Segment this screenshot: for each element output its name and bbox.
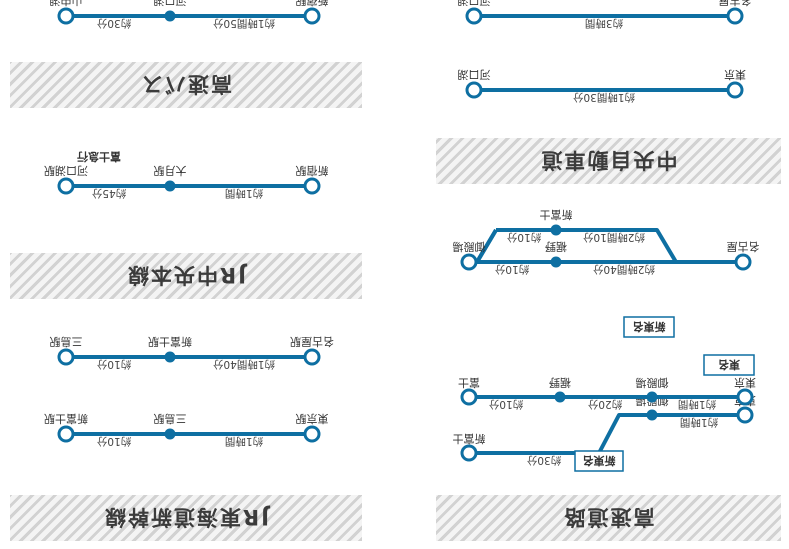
station-marker [736,406,754,424]
duration-label: 約10分 [488,398,523,411]
station-label: 御殿場 [453,240,486,254]
station-marker [303,348,321,366]
duration-label: 約10分 [96,358,131,371]
duration-label: 約2時間10分 [582,231,645,244]
station-label: 三島駅 [50,335,83,349]
duration-label: 約1時間 [680,416,718,429]
duration-label: 約20分 [587,398,622,411]
station-label: 東京 [734,376,756,390]
duration-label: 約3時間 [585,17,623,30]
duration-label: 約45分 [91,187,126,200]
station-marker [460,388,478,406]
station-marker [646,409,658,421]
station-label: 河口湖駅 [44,164,88,177]
route-line [475,228,498,264]
line-label-box [703,354,755,376]
station-marker [57,7,75,25]
station-label: 名古屋駅 [290,335,334,349]
line-label: 新東名 [583,454,616,468]
station-label: 新宿駅 [296,164,329,178]
route-line [496,228,678,264]
station-marker [465,81,483,99]
station-marker [554,391,566,403]
line-label: 東名 [718,358,740,372]
station-marker [460,253,478,271]
duration-label: 約1時間 [678,398,716,411]
station-label: 名古屋 [719,0,752,8]
station-marker [726,81,744,99]
station-marker [303,177,321,195]
station-marker [57,348,75,366]
station-marker [164,180,176,192]
station-marker [734,253,752,271]
station-label: 河口湖 [458,0,491,7]
duration-label: 約10分 [96,435,131,448]
duration-label: 約2時間40分 [592,263,655,276]
station-marker [460,444,478,462]
duration-label: 約30分 [526,454,561,467]
station-label: 三島駅 [154,412,187,426]
station-label: 河口湖 [458,68,491,81]
station-marker [726,7,744,25]
duration-label: 約10分 [506,231,541,244]
duration-label: 約1時間40分 [212,358,275,371]
station-marker [57,177,75,195]
line-label: 新東名 [633,320,666,334]
duration-label: 約10分 [494,263,529,276]
dynamic-layer: 富士裾野御殿場東京約10分約20分約1時間東名御殿場裾野新富士名古屋約10分約2… [44,0,760,448]
duration-label: 約1時間50分 [212,17,275,30]
duration-label: 約1時間30分 [572,91,635,104]
station-marker [57,425,75,443]
station-marker [164,10,176,22]
route-line [469,413,745,455]
duration-label: 約30分 [96,17,131,30]
station-label: 新宿駅 [296,0,329,8]
station-marker [646,391,658,403]
station-label: 名古屋 [727,240,760,254]
station-marker [465,7,483,25]
station-label: 新富士 [453,432,486,446]
station-label: 河口湖 [154,0,187,7]
station-marker [550,224,562,236]
station-label: 新富士駅 [44,412,88,426]
station-marker [736,388,754,406]
station-marker [164,428,176,440]
station-label: 富士 [458,376,480,390]
station-marker [550,256,562,268]
station-label: 山中湖 [50,0,83,7]
station-marker [303,425,321,443]
station-label: 新富士 [540,208,573,222]
station-label: 東京駅 [296,412,329,426]
line-label-box [623,316,675,338]
station-label: 裾野 [545,240,567,254]
station-label: 大月駅 [154,164,187,178]
station-label: 裾野 [549,376,571,390]
duration-label: 約1時間 [225,187,263,200]
line-label-box [574,450,624,472]
station-label: 東京 [724,68,746,82]
station-label: 新富士駅 [148,335,192,349]
station-marker [164,351,176,363]
duration-label: 約1時間 [225,435,263,448]
station-marker [303,7,321,25]
station-label: 御殿場 [636,376,669,390]
station-label: 富士急行 [77,150,121,164]
